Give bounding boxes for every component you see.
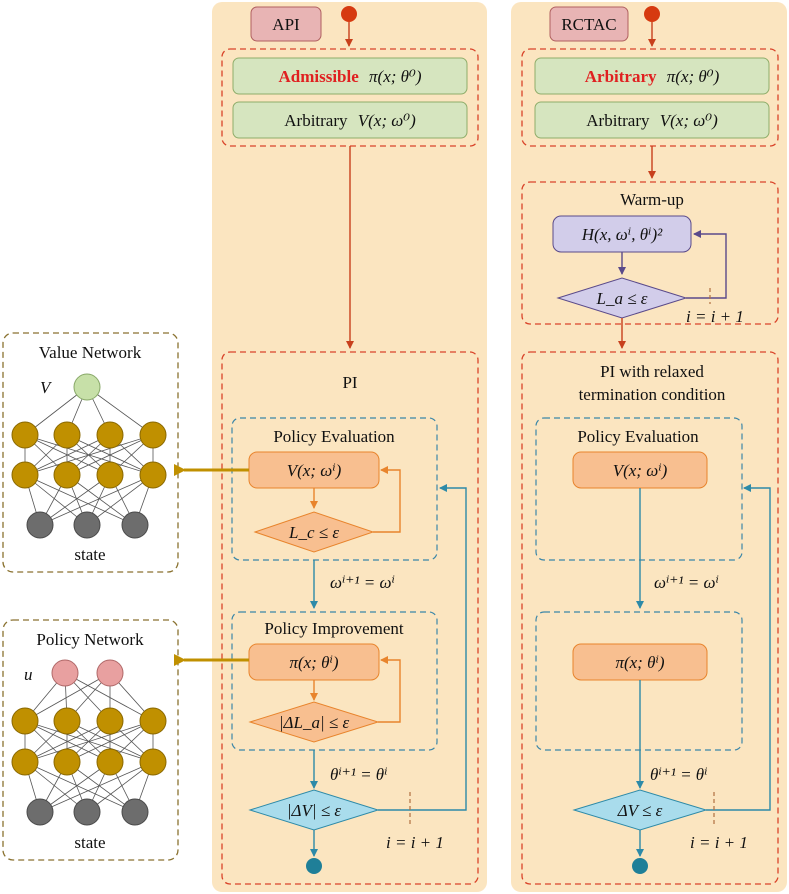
value-network-hidden-neuron	[96, 461, 124, 489]
api-omega-update: ωⁱ⁺¹ = ωⁱ	[330, 573, 395, 592]
api-init-policy-expr: π(x; θ⁰)	[369, 67, 422, 86]
rctac-init-value-kw: Arbitrary	[586, 111, 650, 130]
api-start-dot	[341, 6, 357, 22]
rctac-init-policy-kw: Arbitrary	[585, 67, 657, 86]
value-network-edges	[24, 386, 154, 526]
value-network-input-neuron	[26, 511, 54, 539]
rctac-impr-group	[535, 611, 743, 751]
policy-network-hidden-neuron	[139, 748, 167, 776]
value-network-input-label: state	[74, 545, 105, 564]
svg-text:Arbitrary V(x; ω⁰): Arbitrary V(x; ω⁰)	[586, 111, 718, 130]
rctac-end-dot	[632, 858, 648, 874]
api-impr-title: Policy Improvement	[264, 619, 404, 638]
svg-text:Arbitrary V(x; ω⁰): Arbitrary V(x; ω⁰)	[284, 111, 416, 130]
rctac-tag: RCTAC	[561, 15, 616, 34]
value-network-title: Value Network	[39, 343, 142, 362]
rctac-warmup-group	[521, 181, 779, 325]
policy-network-hidden-neuron	[96, 748, 124, 776]
api-tag-box	[250, 6, 322, 42]
value-network-hidden-neuron	[11, 421, 39, 449]
rctac-warmup-iter: i = i + 1	[686, 307, 744, 326]
api-eval-node-label: V(x; ωⁱ)	[287, 461, 342, 480]
rctac-pi-title-2: termination condition	[579, 385, 726, 404]
policy-network-hidden-neuron	[11, 748, 39, 776]
rctac-theta-update: θⁱ⁺¹ = θⁱ	[650, 765, 708, 784]
rctac-eval-node-label: V(x; ωⁱ)	[613, 461, 668, 480]
rctac-init-value-box	[534, 101, 770, 139]
api-impr-group	[231, 611, 438, 751]
value-network-graph	[11, 373, 167, 539]
policy-network-hidden-neuron	[53, 707, 81, 735]
rctac-init-value-expr: V(x; ω⁰)	[660, 111, 718, 130]
rctac-warmup-node-label: H(x, ωⁱ, θⁱ)²	[581, 225, 663, 244]
api-pi-title: PI	[342, 373, 357, 392]
value-network-hidden-neuron	[139, 461, 167, 489]
policy-network-hidden-neuron	[11, 707, 39, 735]
policy-network-output-neuron	[51, 659, 79, 687]
policy-network-hidden-neuron	[96, 707, 124, 735]
api-impr-cond: |ΔL_a| ≤ ε	[279, 713, 350, 732]
api-eval-group	[231, 417, 438, 561]
policy-network-input-label: state	[74, 833, 105, 852]
rctac-warmup-cond: L_a ≤ ε	[596, 289, 648, 308]
value-network-hidden-neuron	[53, 421, 81, 449]
api-impr-node-label: π(x; θⁱ)	[289, 653, 338, 672]
api-iter: i = i + 1	[386, 833, 444, 852]
value-network-output-label: V	[40, 378, 53, 397]
policy-network-graph	[11, 659, 167, 826]
value-network-hidden-neuron	[139, 421, 167, 449]
value-network-hidden-neuron	[53, 461, 81, 489]
value-network-output-neuron	[73, 373, 101, 401]
rctac-final-cond: ΔV ≤ ε	[617, 801, 663, 820]
rctac-impr-node-label: π(x; θⁱ)	[615, 653, 664, 672]
policy-network-output-neuron	[96, 659, 124, 687]
rctac-pi-title-1: PI with relaxed	[600, 362, 704, 381]
api-tag: API	[272, 15, 300, 34]
api-init-value-kw: Arbitrary	[284, 111, 348, 130]
api-eval-cond: L_c ≤ ε	[288, 523, 339, 542]
rctac-init-policy-expr: π(x; θ⁰)	[667, 67, 720, 86]
policy-network-input-neuron	[26, 798, 54, 826]
api-init-value-box	[232, 101, 468, 139]
rctac-pi-group	[521, 351, 779, 885]
api-init-policy-kw: Admissible	[278, 67, 359, 86]
policy-network-input-neuron	[73, 798, 101, 826]
rctac-warmup-title: Warm-up	[620, 190, 684, 209]
rctac-eval-group	[535, 417, 743, 561]
rctac-start-dot	[644, 6, 660, 22]
api-eval-title: Policy Evaluation	[273, 427, 395, 446]
policy-network-input-neuron	[121, 798, 149, 826]
policy-network-title: Policy Network	[36, 630, 144, 649]
rctac-iter: i = i + 1	[690, 833, 748, 852]
svg-text:Arbitrary π(x; θ⁰): Arbitrary π(x; θ⁰)	[585, 67, 720, 86]
rctac-init-policy-box	[534, 57, 770, 95]
api-init-value-expr: V(x; ω⁰)	[358, 111, 416, 130]
value-network-input-neuron	[121, 511, 149, 539]
policy-network-hidden-neuron	[53, 748, 81, 776]
rctac-init-group	[521, 48, 779, 147]
rctac-omega-update: ωⁱ⁺¹ = ωⁱ	[654, 573, 719, 592]
value-network-input-neuron	[73, 511, 101, 539]
rctac-tag-box	[549, 6, 629, 42]
api-pi-group	[221, 351, 479, 885]
api-end-dot	[306, 858, 322, 874]
svg-text:Admissible π(x; θ⁰): Admissible π(x; θ⁰)	[278, 67, 421, 86]
rctac-eval-title: Policy Evaluation	[577, 427, 699, 446]
value-network-hidden-neuron	[11, 461, 39, 489]
policy-network-hidden-neuron	[139, 707, 167, 735]
api-theta-update: θⁱ⁺¹ = θⁱ	[330, 765, 388, 784]
policy-network-output-label: u	[24, 665, 33, 684]
api-init-policy-box	[232, 57, 468, 95]
api-final-cond: |ΔV| ≤ ε	[287, 801, 342, 820]
value-network-hidden-neuron	[96, 421, 124, 449]
